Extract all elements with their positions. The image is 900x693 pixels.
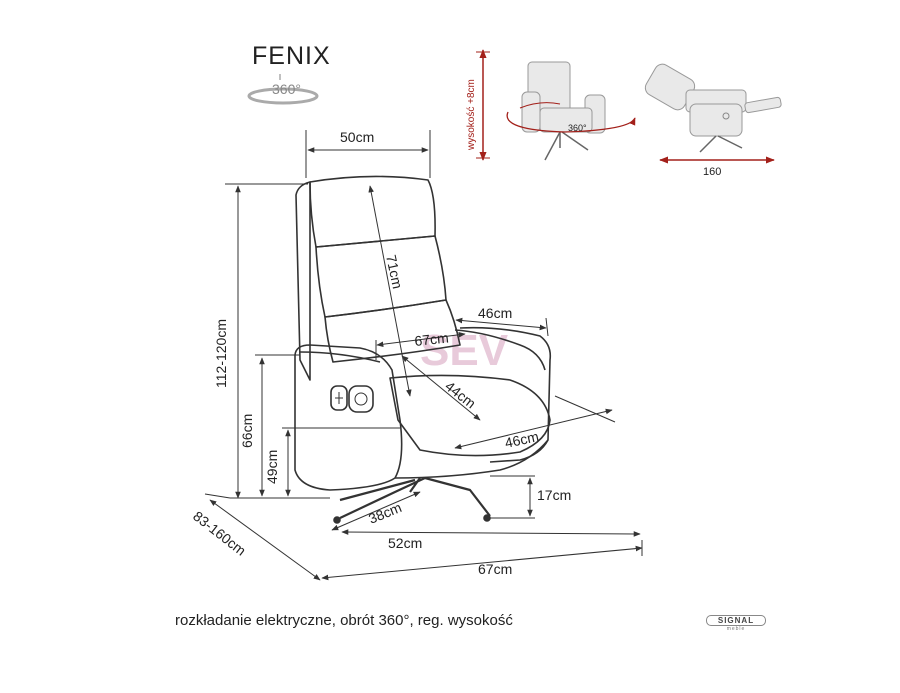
inset-upright-chair: wysokość +8cm 360° [466, 49, 636, 161]
label-inner-width: 67cm [414, 329, 450, 348]
rotation-badge-text: 360° [272, 81, 301, 97]
label-backrest-height: 71cm [383, 253, 406, 290]
recline-button-down-icon [348, 385, 374, 413]
label-armrest-height: 66cm [239, 414, 255, 448]
dimension-lines [204, 130, 643, 581]
label-seat-depth: 46cm [503, 428, 540, 451]
seat-front [394, 439, 549, 479]
label-depth-range: 83-160cm [190, 508, 249, 559]
left-armrest [294, 344, 403, 491]
rotation-badge-icon: 360° [247, 74, 319, 105]
inset-rotation-label: 360° [568, 123, 587, 133]
label-base-width: 52cm [388, 535, 422, 551]
label-seat-width: 44cm [442, 378, 479, 412]
swivel-base [339, 476, 491, 519]
label-total-height: 112-120cm [213, 319, 229, 388]
feature-caption: rozkładanie elektryczne, obrót 360°, reg… [175, 612, 513, 629]
brand-logo: SIGNAL meble [706, 615, 766, 632]
headrest-cushion [309, 175, 436, 248]
brand-sub: meble [726, 626, 746, 632]
label-armrest-length: 46cm [478, 305, 512, 321]
brand-name: SIGNAL [706, 615, 766, 626]
inset-reclined-length: 160 [703, 166, 721, 178]
inset-reclined-chair: 160 [644, 63, 782, 178]
label-base-height: 17cm [537, 487, 571, 503]
product-title: FENIX [252, 42, 331, 70]
label-headrest-width: 50cm [340, 129, 374, 145]
inset-height-label: wysokość +8cm [466, 79, 477, 151]
recline-button-up-icon [330, 385, 348, 411]
label-seat-height: 49cm [264, 450, 280, 484]
dimension-labels: 50cm 112-120cm 66cm 49cm 71cm 46cm 67cm … [190, 129, 571, 577]
chair-back-shell [295, 181, 311, 381]
back-cushion-middle [315, 235, 447, 318]
label-overall-width: 67cm [478, 561, 512, 577]
